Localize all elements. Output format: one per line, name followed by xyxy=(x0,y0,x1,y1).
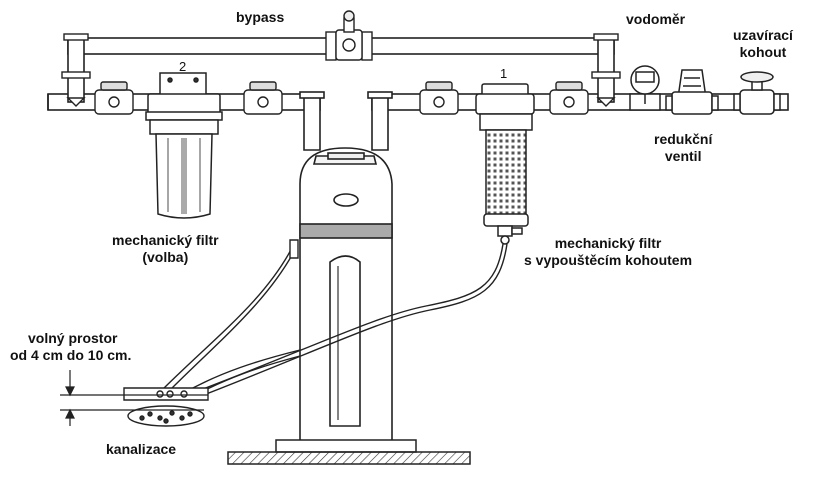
label-free-space-line2: od 4 cm do 10 cm. xyxy=(10,347,132,363)
label-drain: kanalizace xyxy=(106,441,177,457)
drain-gutter xyxy=(123,387,209,401)
label-free-space-line1: volný prostor xyxy=(28,330,118,346)
softener-risers xyxy=(299,91,393,151)
water-softener xyxy=(299,147,393,445)
free-space-dimension xyxy=(60,370,208,426)
reducing-valve xyxy=(665,69,719,115)
filter-2-optional xyxy=(145,72,223,219)
ball-valve-1 xyxy=(94,81,134,115)
label-filter-optional-line1: mechanický filtr xyxy=(112,232,219,248)
label-filter-drain-line1: mechanický filtr xyxy=(554,235,662,251)
label-filter-optional: mechanický filtr (volba) xyxy=(112,232,219,266)
label-filter-drain: mechanický filtr s vypouštěcím kohoutem xyxy=(524,235,692,269)
filter-1-drain xyxy=(475,83,535,245)
label-bypass: bypass xyxy=(236,9,285,25)
floor-base xyxy=(227,439,471,465)
label-shutoff-line1: uzavírací xyxy=(733,27,793,43)
bypass-valve xyxy=(325,10,373,61)
ball-valve-3 xyxy=(419,81,459,115)
label-reducing-line1: redukční xyxy=(654,131,713,147)
label-free-space: volný prostor od 4 cm do 10 cm. xyxy=(10,330,131,364)
drain-grate xyxy=(127,405,205,427)
ball-valve-4 xyxy=(549,81,589,115)
filter-number-1: 1 xyxy=(500,66,508,81)
label-shutoff-valve: uzavírací kohout xyxy=(733,27,793,61)
label-water-meter: vodoměr xyxy=(626,11,686,27)
label-filter-optional-line2: (volba) xyxy=(142,249,189,265)
ball-valve-2 xyxy=(243,81,283,115)
shutoff-valve xyxy=(733,71,781,115)
label-reducing-valve: redukční ventil xyxy=(654,131,712,165)
water-meter xyxy=(629,65,661,111)
bypass-couplings xyxy=(61,33,621,107)
filter-number-2: 2 xyxy=(179,59,187,74)
label-shutoff-line2: kohout xyxy=(739,44,787,60)
label-reducing-line2: ventil xyxy=(664,148,702,164)
label-filter-drain-line2: s vypouštěcím kohoutem xyxy=(524,252,693,268)
